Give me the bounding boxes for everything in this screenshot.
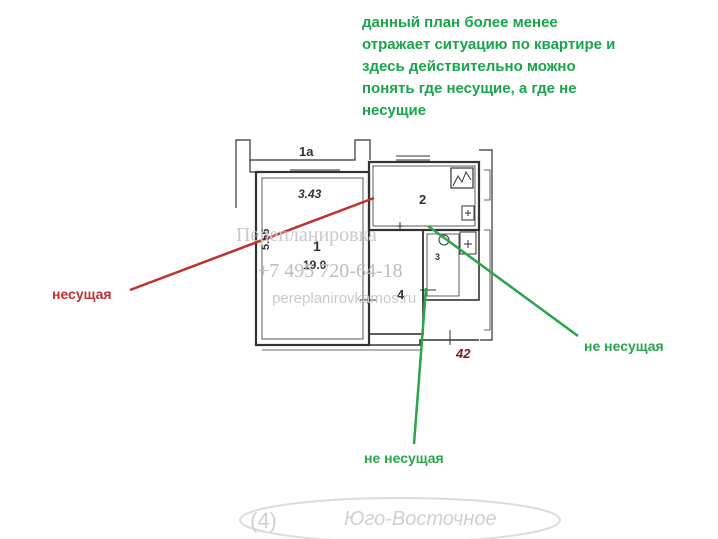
stamp-number: (4) — [250, 508, 277, 533]
annotation-note: данный план более менее отражает ситуаци… — [362, 12, 615, 122]
sink-icon — [461, 205, 475, 221]
stamp-ellipse — [239, 497, 561, 539]
balcony-outline — [235, 139, 371, 208]
room4-number: 4 — [397, 287, 405, 302]
non-load-bearing-label-right: не несущая — [584, 338, 664, 354]
note-line-5: несущие — [362, 102, 427, 119]
balcony-label: 1а — [299, 144, 314, 159]
note-line-1: данный план более менее — [362, 14, 558, 31]
room3-walls — [422, 229, 480, 301]
stove-icon — [450, 167, 474, 189]
room2-number: 2 — [419, 192, 427, 207]
load-bearing-label: несущая — [52, 286, 112, 302]
bottom-wall — [256, 339, 479, 346]
room1-number: 1 — [313, 238, 321, 254]
watermark-phone: +7 495 720-64-18 — [258, 260, 403, 282]
apartment-number: 42 — [456, 346, 471, 361]
note-line-2: отражает ситуацию по квартире и — [362, 36, 616, 53]
room1-area: 19.0 — [303, 258, 327, 272]
non-load-bearing-pointer-right — [427, 224, 579, 338]
room3-number: 3 — [435, 252, 441, 262]
watermark-title: Перепланировка — [236, 224, 377, 246]
non-load-bearing-pointer-bottom — [412, 287, 428, 445]
non-load-bearing-label-bottom: не несущая — [364, 450, 444, 466]
note-line-4: понять где несущие, а где не — [362, 80, 577, 97]
note-line-3: здесь действительно можно — [362, 58, 576, 75]
load-bearing-pointer-line — [129, 196, 375, 292]
room1-width-label: 3.43 — [298, 187, 322, 201]
stamp-text: Юго-Восточное — [344, 508, 497, 530]
watermark-site: pereplanirovkamos.ru — [272, 290, 417, 307]
